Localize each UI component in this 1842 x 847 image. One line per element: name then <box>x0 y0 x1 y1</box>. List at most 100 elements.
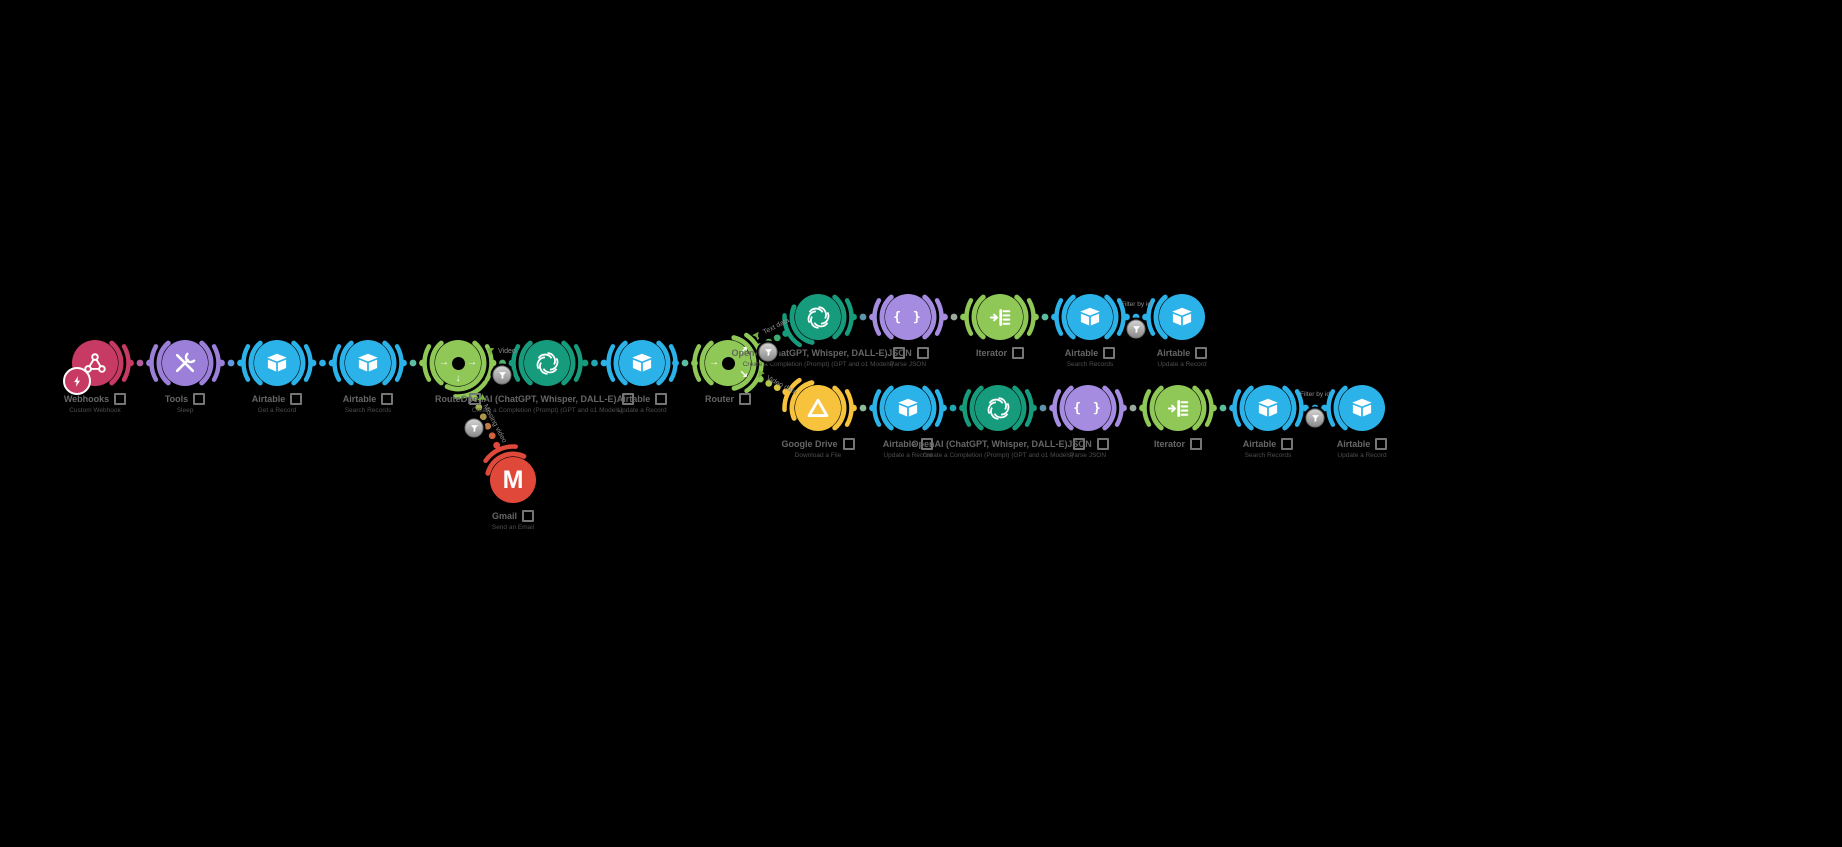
filter-name-label[interactable]: Filter by id <box>1300 391 1330 398</box>
module-checkbox[interactable] <box>1281 438 1294 450</box>
module-checkbox[interactable] <box>655 393 668 405</box>
module-label: Airtable <box>1242 439 1277 449</box>
module-airtable-7[interactable] <box>1245 385 1291 431</box>
iterator-icon[interactable] <box>977 294 1023 340</box>
module-gmail[interactable]: M <box>490 457 536 503</box>
iterator-glyph <box>1167 399 1188 417</box>
route-filter-video[interactable]: Video <box>486 347 516 356</box>
module-checkbox[interactable] <box>193 393 206 405</box>
module-openai-1[interactable] <box>524 340 570 386</box>
module-checkbox[interactable] <box>1195 347 1208 359</box>
label-airtable-6: Airtable Update a Record <box>768 438 1048 459</box>
tools-icon[interactable] <box>162 340 208 386</box>
route-filter-missing-video[interactable]: Missing video <box>475 392 508 444</box>
router-arrow-down: ↓ <box>455 373 461 384</box>
filter-funnel-icon[interactable] <box>758 342 778 362</box>
label-airtable-2: Airtable Search Records <box>228 393 508 414</box>
filter-funnel-icon[interactable] <box>492 365 512 385</box>
module-checkbox[interactable] <box>916 347 929 359</box>
braces-glyph: { } <box>893 309 923 325</box>
module-airtable-3[interactable] <box>619 340 665 386</box>
module-iterator-2[interactable] <box>1155 385 1201 431</box>
module-checkbox[interactable] <box>621 393 634 405</box>
module-label: OpenAI (ChatGPT, Whisper, DALL-E) <box>460 394 617 404</box>
airtable-icon[interactable] <box>1159 294 1205 340</box>
module-label: Webhooks <box>63 394 110 404</box>
router-icon[interactable]: → → ↓ <box>435 340 481 386</box>
airtable-icon[interactable] <box>254 340 300 386</box>
module-checkbox[interactable] <box>1012 347 1024 359</box>
airtable-icon[interactable] <box>1245 385 1291 431</box>
module-tools[interactable] <box>162 340 208 386</box>
route-filter-video-data[interactable]: Video data <box>754 368 799 397</box>
funnel-glyph <box>1311 414 1319 422</box>
module-openai-2[interactable] <box>795 294 841 340</box>
openai-glyph <box>987 396 1009 420</box>
instant-lightning-badge <box>63 367 91 395</box>
module-checkbox[interactable] <box>1375 438 1388 450</box>
filter-funnel-icon[interactable] <box>1305 408 1325 428</box>
module-openai-3[interactable] <box>975 385 1021 431</box>
label-json-2: JSON Parse JSON <box>948 438 1228 459</box>
airtable-icon[interactable] <box>885 385 931 431</box>
route-filter-text-data[interactable]: Text data <box>751 316 791 342</box>
module-checkbox[interactable] <box>892 347 905 359</box>
module-checkbox[interactable] <box>921 438 934 450</box>
filter-funnel-icon[interactable] <box>1126 319 1146 339</box>
module-checkbox[interactable] <box>290 393 303 405</box>
gmail-icon[interactable]: M <box>490 457 536 503</box>
airtable-glyph <box>358 353 378 372</box>
module-checkbox[interactable] <box>522 510 534 522</box>
openai-icon[interactable] <box>795 294 841 340</box>
module-json-2[interactable]: { } <box>1065 385 1111 431</box>
module-label: Google Drive <box>781 439 838 449</box>
airtable-icon[interactable] <box>1339 385 1385 431</box>
module-checkbox[interactable] <box>381 393 394 405</box>
module-iterator-1[interactable] <box>977 294 1023 340</box>
router-arrow-in: → <box>439 357 449 368</box>
module-label: Gmail <box>491 511 517 521</box>
module-airtable-6[interactable] <box>885 385 931 431</box>
label-openai-2: OpenAI (ChatGPT, Whisper, DALL-E) Create… <box>678 347 958 368</box>
google-drive-icon[interactable] <box>795 385 841 431</box>
module-router-2[interactable]: → ↗ ↘ <box>705 340 751 386</box>
module-router-1[interactable]: → → ↓ <box>435 340 481 386</box>
filter-funnel-icon[interactable] <box>464 418 484 438</box>
module-airtable-2[interactable] <box>345 340 391 386</box>
airtable-icon[interactable] <box>1067 294 1113 340</box>
module-google-drive[interactable] <box>795 385 841 431</box>
module-airtable-1[interactable] <box>254 340 300 386</box>
module-checkbox[interactable] <box>1190 438 1202 450</box>
iterator-icon[interactable] <box>1155 385 1201 431</box>
module-label: OpenAI (ChatGPT, Whisper, DALL-E) <box>731 348 888 358</box>
filter-name-label[interactable]: Filter by id <box>1121 301 1151 308</box>
airtable-glyph <box>1352 398 1372 417</box>
module-airtable-8[interactable] <box>1339 385 1385 431</box>
module-checkbox[interactable] <box>1096 438 1109 450</box>
gmail-m-glyph: M <box>502 465 524 494</box>
json-icon[interactable]: { } <box>885 294 931 340</box>
module-label: Iterator <box>975 348 1007 358</box>
module-sublabel: Create a Completion (Prompt) (GPT and o1… <box>922 452 1074 459</box>
module-sublabel: Sleep <box>176 407 194 414</box>
module-checkbox[interactable] <box>1072 438 1085 450</box>
module-checkbox[interactable] <box>114 393 127 405</box>
airtable-icon[interactable] <box>619 340 665 386</box>
router-icon[interactable]: → ↗ ↘ <box>705 340 751 386</box>
openai-icon[interactable] <box>975 385 1021 431</box>
router-hole <box>451 356 465 370</box>
label-airtable-4: Airtable Search Records <box>950 347 1230 368</box>
module-checkbox[interactable] <box>842 438 855 450</box>
json-icon[interactable]: { } <box>1065 385 1111 431</box>
module-checkbox[interactable] <box>739 393 751 405</box>
module-airtable-4[interactable] <box>1067 294 1113 340</box>
module-json-1[interactable]: { } <box>885 294 931 340</box>
airtable-icon[interactable] <box>345 340 391 386</box>
openai-icon[interactable] <box>524 340 570 386</box>
module-airtable-5[interactable] <box>1159 294 1205 340</box>
module-sublabel: Get a Record <box>257 407 297 414</box>
module-sublabel: Parse JSON <box>1069 452 1107 459</box>
label-openai-3: OpenAI (ChatGPT, Whisper, DALL-E) Create… <box>858 438 1138 459</box>
module-checkbox[interactable] <box>1103 347 1116 359</box>
